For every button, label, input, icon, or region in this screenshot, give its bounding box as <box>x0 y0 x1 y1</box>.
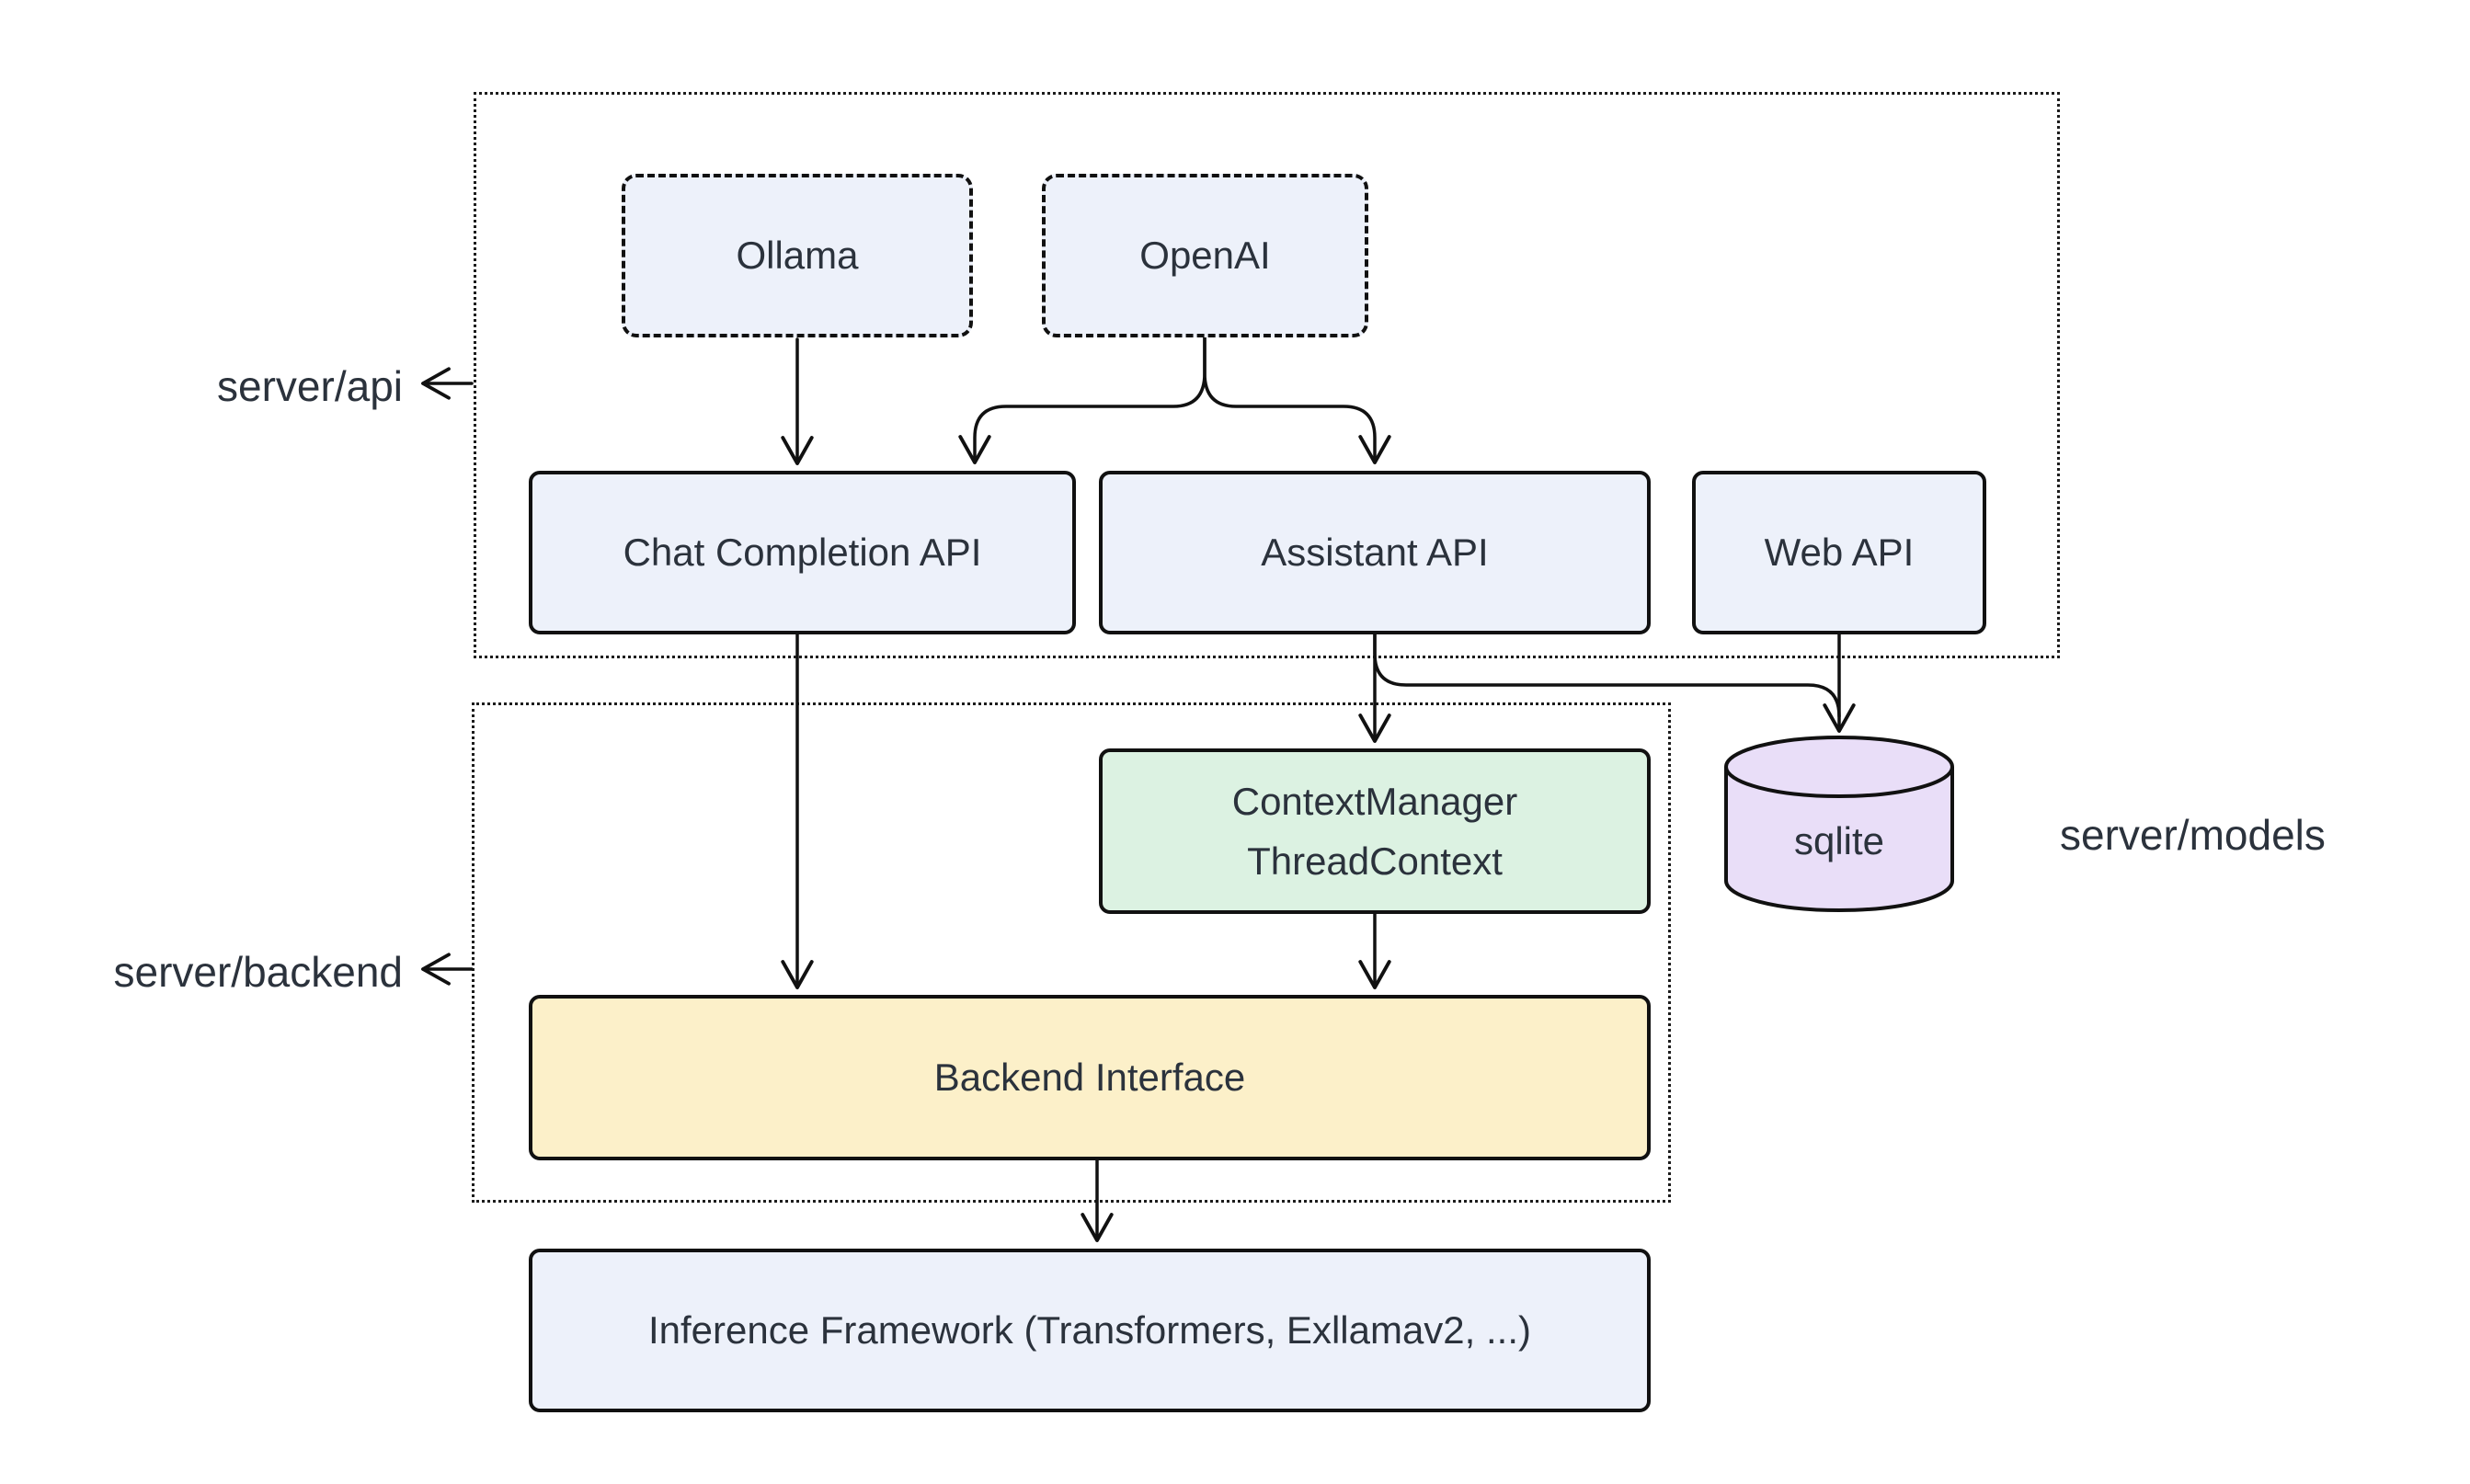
arrow-openai-to-assistant-api <box>1203 336 1391 464</box>
node-web-api-label: Web API <box>1764 531 1915 575</box>
node-inference-framework: Inference Framework (Transformers, Exlla… <box>529 1249 1651 1412</box>
node-context-manager-line2: ThreadContext <box>1247 839 1503 883</box>
node-sqlite: sqlite <box>1726 793 1952 890</box>
server-api-group-box <box>474 92 2060 658</box>
node-ollama-label: Ollama <box>736 234 859 278</box>
node-backend-interface: Backend Interface <box>529 995 1651 1160</box>
node-openai-label: OpenAI <box>1139 234 1271 278</box>
node-assistant-api: Assistant API <box>1099 471 1651 634</box>
node-inference-framework-label: Inference Framework (Transformers, Exlla… <box>647 1308 1531 1353</box>
node-assistant-api-label: Assistant API <box>1261 531 1489 575</box>
database-cylinder-icon <box>1724 736 1954 912</box>
server-backend-group-box <box>472 702 1671 1203</box>
arrow-openai-to-chat-completion <box>958 336 1206 464</box>
node-chat-completion-api-label: Chat Completion API <box>623 531 982 575</box>
node-web-api: Web API <box>1692 471 1986 634</box>
node-sqlite-label: sqlite <box>1793 819 1885 862</box>
server-backend-group-label: server/backend <box>113 948 404 996</box>
node-backend-interface-label: Backend Interface <box>933 1056 1246 1100</box>
node-chat-completion-api: Chat Completion API <box>529 471 1076 634</box>
server-api-group-label: server/api <box>217 362 403 410</box>
server-models-group-label: server/models <box>2060 811 2326 859</box>
connector-assistant-api-to-sqlite-branch <box>1373 633 1841 718</box>
node-ollama: Ollama <box>622 174 973 337</box>
node-context-manager-line1: ContextManager <box>1231 779 1518 823</box>
node-context-manager: ContextManager ThreadContext <box>1099 748 1651 914</box>
node-openai: OpenAI <box>1042 174 1368 337</box>
